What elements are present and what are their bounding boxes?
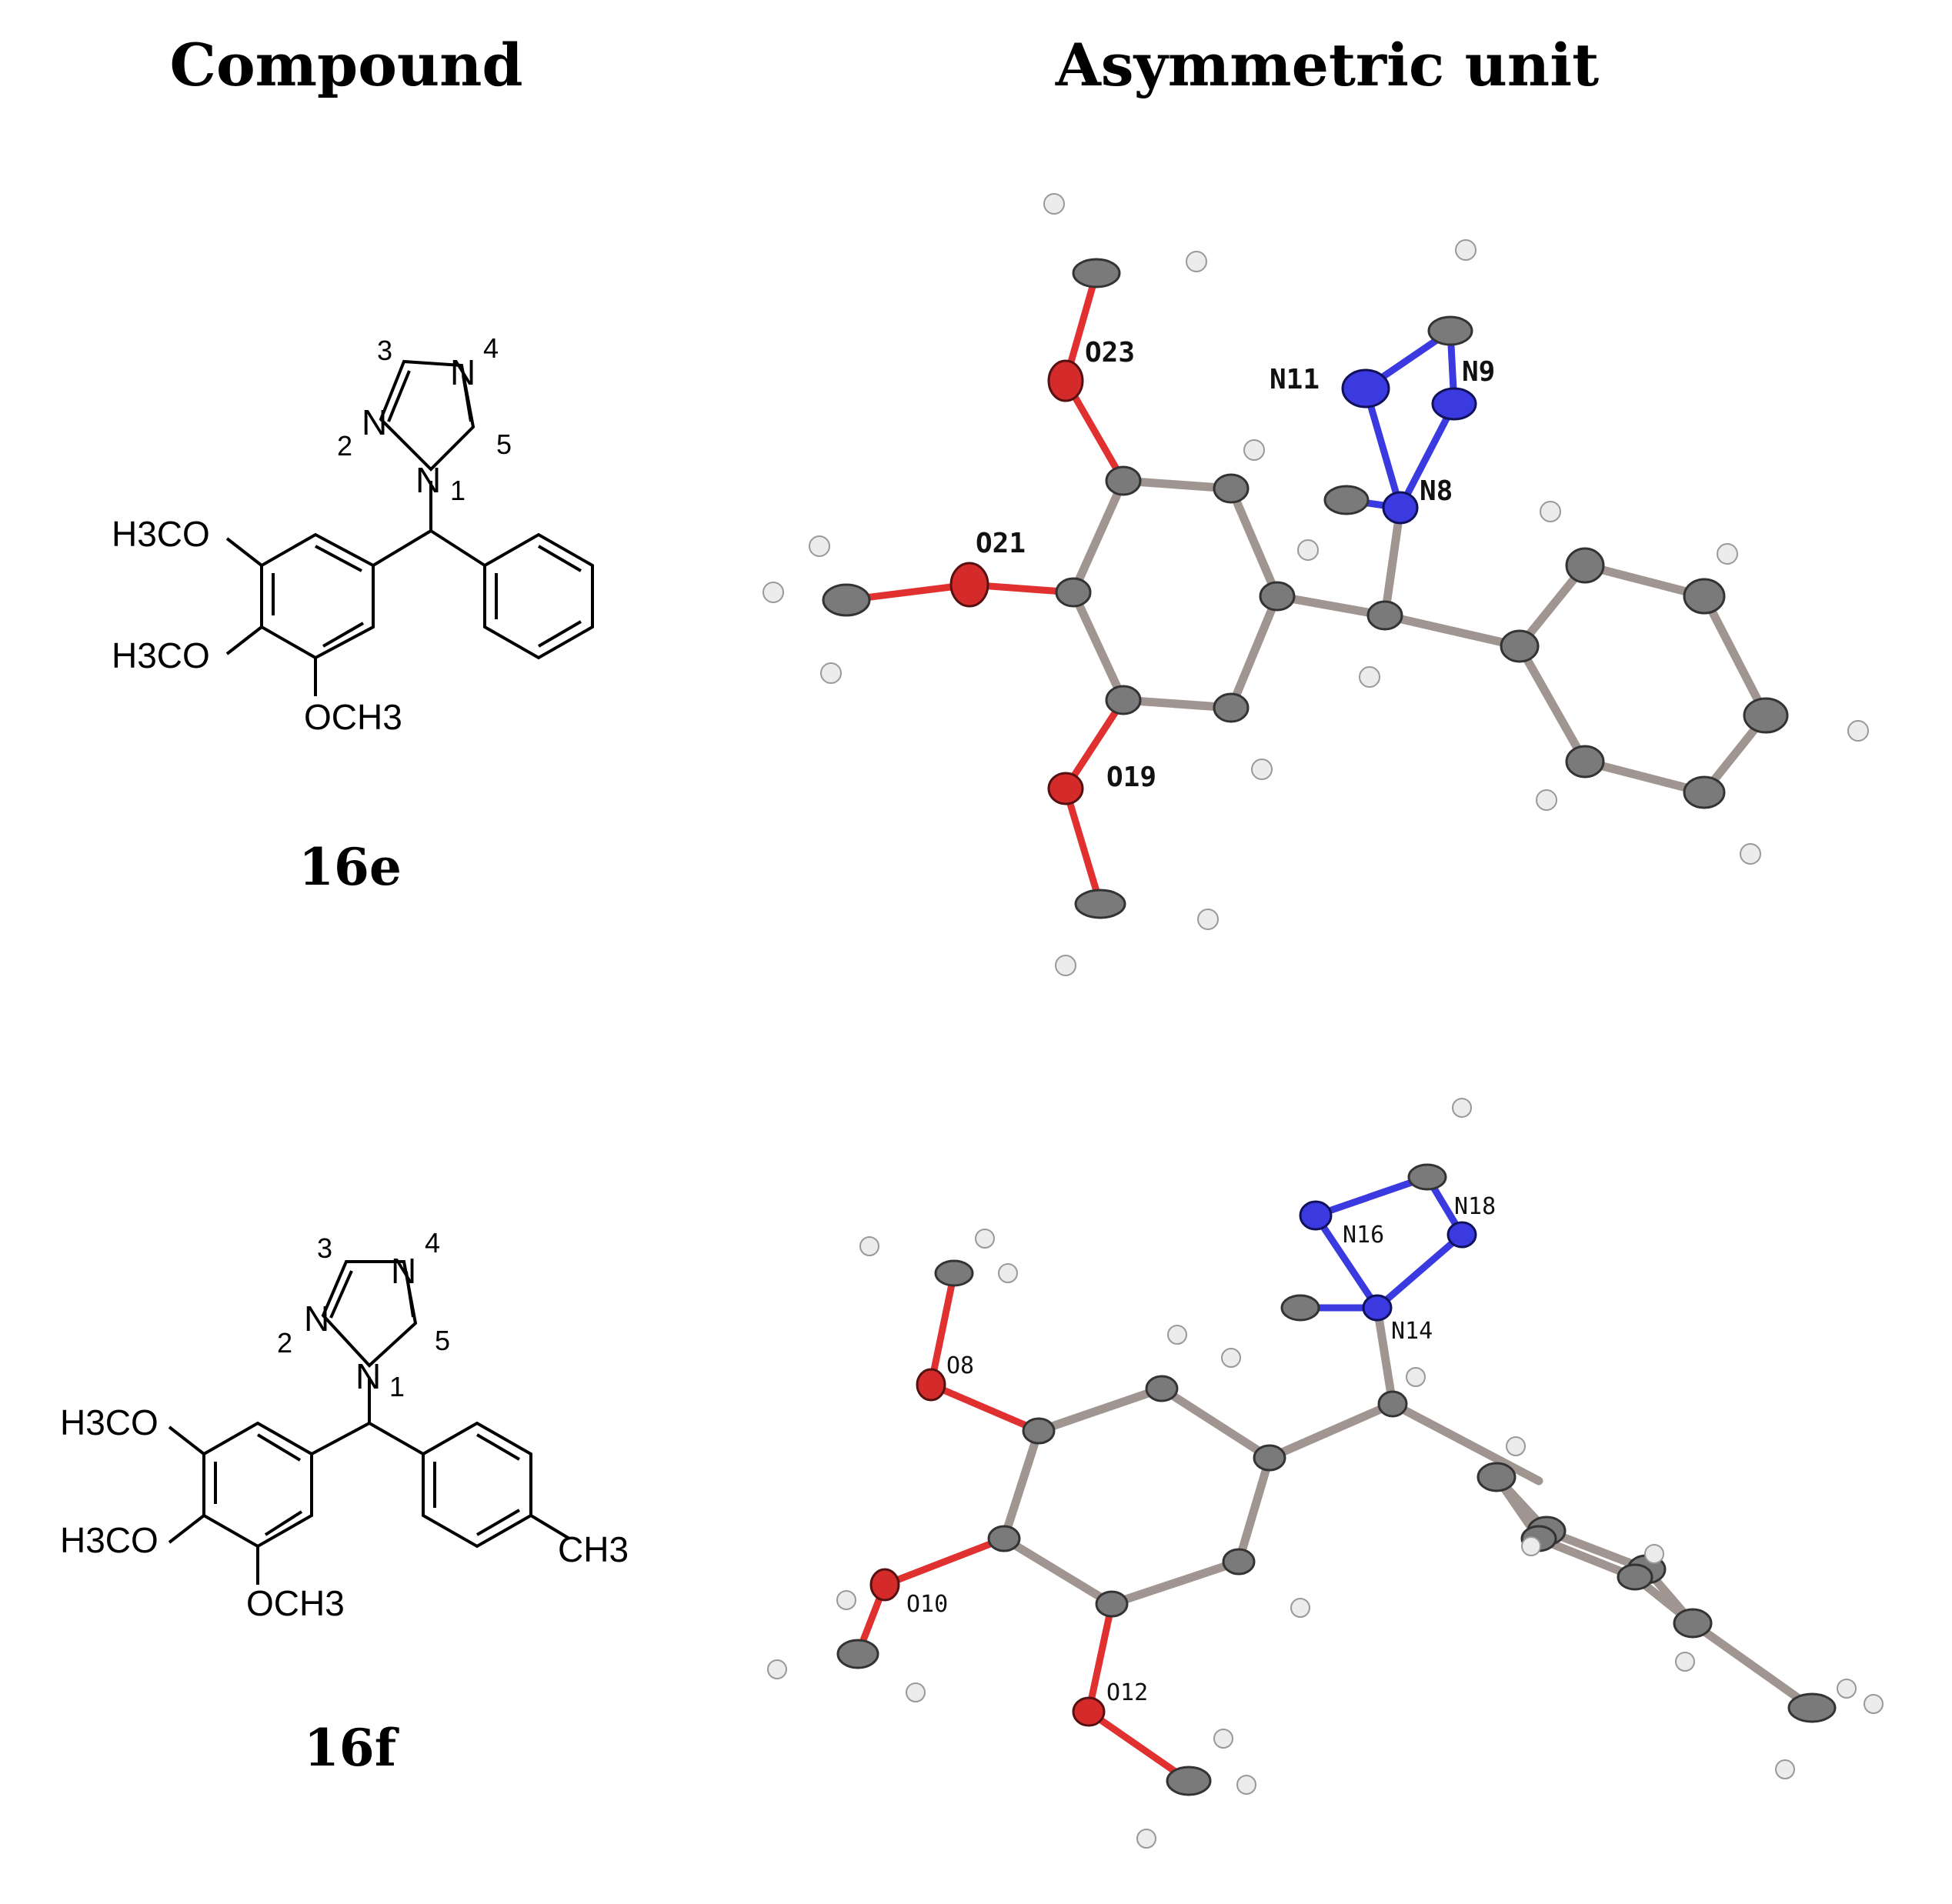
atom-label-o10: O10 (906, 1591, 948, 1618)
triazole-n1-16f: N (355, 1356, 381, 1396)
atom-label-n18: N18 (1454, 1193, 1496, 1220)
compound-id-16f: 16f (304, 1718, 399, 1778)
methoxy-top-16e: H3CO (112, 514, 210, 554)
atom-label-n14: N14 (1391, 1318, 1433, 1345)
ring-num-2-16e: 2 (337, 430, 352, 462)
atom-label-n8: N8 (1420, 475, 1453, 507)
methoxy-middle-16e: H3CO (112, 635, 210, 675)
formula-labels-16e: N N N 1 2 3 4 5 H3CO H3CO OCH3 (112, 332, 512, 737)
triazole-n2-16e: N (362, 402, 387, 442)
atom-label-n16: N16 (1343, 1222, 1384, 1249)
methoxy-middle-16f: H3CO (60, 1520, 158, 1560)
skeletal-formula-16e (225, 359, 594, 696)
triazole-n1-16e: N (415, 460, 441, 500)
compound-header: Compound (169, 31, 523, 99)
compound-id-16e: 16e (299, 837, 402, 897)
methoxy-bottom-16f: OCH3 (246, 1583, 345, 1623)
atom-label-o19: O19 (1106, 762, 1156, 793)
skeletal-formula-16f (168, 1260, 571, 1585)
ring-num-4-16e: 4 (483, 332, 499, 364)
asymmetric-unit-header: Asymmetric unit (1055, 31, 1600, 99)
formula-labels-16f: N N N 1 2 3 4 5 H3CO H3CO OCH3 CH3 (60, 1227, 629, 1623)
asymmetric-unit-16f: N18 N16 N14 O8 O10 O12 (767, 1098, 1884, 1849)
atom-label-o12: O12 (1106, 1679, 1148, 1706)
triazole-n2-16f: N (304, 1299, 329, 1339)
triazole-n4-16f: N (391, 1251, 416, 1291)
atom-label-o21: O21 (976, 528, 1026, 559)
atom-label-n9: N9 (1462, 356, 1495, 388)
triazole-n4-16e: N (450, 352, 475, 392)
ring-num-5-16e: 5 (496, 428, 512, 460)
ring-num-1-16f: 1 (389, 1371, 405, 1402)
methoxy-top-16f: H3CO (60, 1402, 158, 1442)
atom-label-n11: N11 (1270, 364, 1320, 395)
atom-label-o8: O8 (946, 1352, 974, 1379)
ring-num-3-16f: 3 (317, 1232, 332, 1264)
methoxy-bottom-16e: OCH3 (304, 697, 402, 737)
asymmetric-unit-16e: O23 N11 N9 N8 O21 O19 (762, 193, 1869, 976)
ring-num-4-16f: 4 (425, 1227, 440, 1259)
ring-num-1-16e: 1 (450, 475, 465, 506)
atom-label-o23: O23 (1085, 337, 1135, 368)
ring-num-5-16f: 5 (435, 1325, 450, 1356)
methyl-16f: CH3 (558, 1529, 629, 1569)
ring-num-3-16e: 3 (377, 335, 392, 366)
ring-num-2-16f: 2 (277, 1327, 292, 1359)
